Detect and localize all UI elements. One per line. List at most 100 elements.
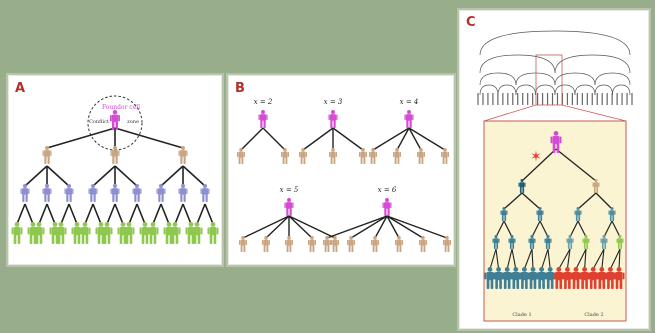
cell-leg — [82, 235, 85, 244]
cell-head — [151, 222, 156, 227]
cell-body — [581, 272, 588, 280]
cell-head — [361, 148, 365, 152]
daughter-cell-icon — [417, 148, 425, 164]
cell-leg — [577, 280, 580, 289]
lineage-edge — [241, 128, 263, 150]
cell-head — [617, 267, 622, 272]
cell-arm — [217, 228, 219, 235]
cell-leg — [26, 194, 28, 202]
lineage-edge — [115, 128, 183, 148]
cell-head — [53, 222, 58, 227]
cell-leg — [327, 245, 329, 252]
cell-arm — [354, 240, 355, 245]
daughter-cell-icon — [443, 236, 451, 252]
cell-arm — [50, 228, 52, 235]
cell-body — [530, 238, 535, 243]
cell-leg — [581, 280, 584, 289]
cell-arm — [65, 189, 66, 195]
cell-body — [22, 188, 28, 195]
cell-body — [332, 240, 337, 246]
cell-arm — [614, 273, 616, 280]
cell-arm — [179, 151, 180, 157]
founder-cell-icon — [285, 198, 294, 216]
cell-head — [181, 146, 185, 150]
cell-arm — [515, 239, 516, 243]
cell-arm — [262, 240, 263, 245]
cell-leg — [375, 245, 377, 252]
cell-head — [373, 236, 377, 240]
daughter-cell-icon — [43, 146, 52, 164]
cell-leg — [214, 235, 217, 244]
cell-leg — [188, 235, 191, 244]
dendrogram-branch — [480, 73, 516, 85]
cell-head — [135, 184, 139, 188]
cell-leg — [585, 280, 588, 289]
cell-head — [538, 207, 541, 210]
cell-leg — [333, 245, 335, 252]
cell-head — [261, 110, 265, 114]
cell-head — [421, 236, 425, 240]
cell-leg — [447, 245, 449, 252]
cell-leg — [538, 215, 540, 221]
lineage-edge — [47, 166, 69, 186]
cell-leg — [285, 157, 287, 164]
cell-arm — [239, 240, 240, 245]
cell-head — [496, 267, 501, 272]
cell-arm — [179, 189, 180, 195]
cell-leg — [620, 243, 622, 249]
cell-head — [531, 267, 536, 272]
cell-leg — [496, 243, 498, 249]
cell-arm — [605, 273, 607, 280]
daughter-cell-icon — [441, 148, 449, 164]
cell-leg — [547, 280, 550, 289]
cell-head — [419, 148, 423, 152]
daughter-cell-icon — [329, 148, 337, 164]
cell-arm — [535, 239, 536, 243]
cell-arm — [34, 228, 36, 235]
cell-body — [330, 114, 336, 121]
cell-body — [546, 238, 551, 243]
cell-body — [520, 182, 525, 187]
daughter-cell-icon — [371, 236, 379, 252]
cell-leg — [349, 245, 351, 252]
cell-leg — [241, 157, 243, 164]
cell-leg — [576, 215, 578, 221]
cell-arm — [179, 228, 181, 235]
granddaughter-cell-icon — [43, 184, 52, 202]
cell-head — [239, 148, 243, 152]
cell-head — [522, 267, 527, 272]
daughter-cell-icon — [179, 146, 188, 164]
cell-head — [576, 207, 579, 210]
cell-leg — [410, 120, 412, 128]
cell-arm — [593, 183, 594, 187]
cell-leg — [361, 157, 363, 164]
cell-arm — [623, 239, 624, 243]
cell-arm — [329, 115, 330, 121]
panel-b-branching-diagram: x = 2x = 3x = 4x = 5x = 6 — [229, 76, 453, 264]
cell-head — [67, 184, 71, 188]
cell-arm — [525, 183, 526, 187]
cell-head — [397, 236, 401, 240]
cell-arm — [43, 189, 44, 195]
lineage-edge — [85, 204, 93, 224]
cell-head — [287, 236, 291, 240]
lineage-edge — [115, 166, 137, 186]
cell-arm — [157, 189, 158, 195]
leaf-cell-icon — [208, 222, 219, 244]
cell-leg — [44, 194, 46, 202]
cell-head — [505, 267, 510, 272]
cell-body — [112, 150, 118, 157]
lineage-edge — [69, 204, 77, 224]
cell-arm — [164, 228, 166, 235]
cell-arm — [395, 240, 396, 245]
cell-arm — [412, 115, 413, 121]
cell-arm — [493, 273, 495, 280]
cell-leg — [241, 245, 243, 252]
cell-leg — [264, 120, 266, 128]
daughter-cell-icon — [299, 148, 307, 164]
lineage-edge — [197, 204, 205, 224]
cell-head — [530, 235, 533, 238]
cell-leg — [495, 280, 498, 289]
cell-arm — [186, 151, 187, 157]
zone-label: zone — [127, 119, 139, 125]
